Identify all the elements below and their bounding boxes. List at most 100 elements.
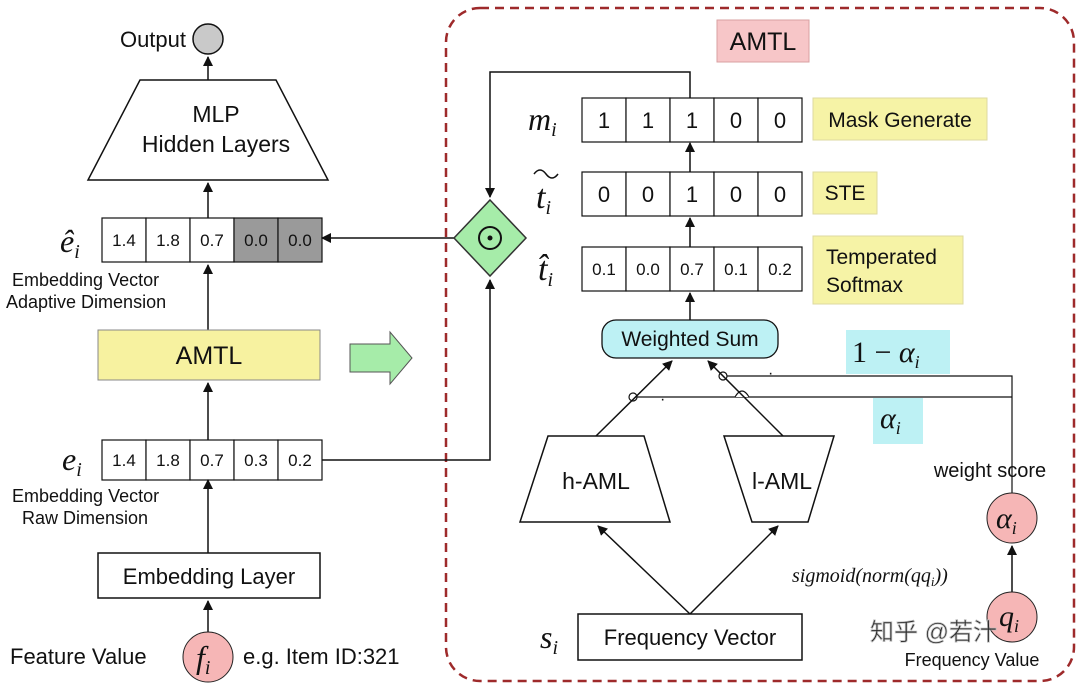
vector-cell <box>233 217 279 263</box>
m-symbol: mi <box>528 101 557 141</box>
vector-cell <box>669 97 715 143</box>
feature-value-label: Feature Value <box>10 644 147 669</box>
mask-to-diamond-line <box>485 71 691 198</box>
frequency-vector-label: Frequency Vector <box>604 625 776 650</box>
e-symbol: ei <box>62 441 82 481</box>
vector-cell <box>277 217 323 263</box>
vector-cell <box>581 97 627 143</box>
output-node <box>192 23 224 55</box>
vector-cell-value: 0.7 <box>680 260 704 279</box>
e-hat-symbol: êi <box>60 223 80 263</box>
s-symbol: si <box>540 619 558 659</box>
vector-cell <box>625 246 671 292</box>
weight-score-label: weight score <box>933 460 1046 482</box>
vector-cell-value: 0.2 <box>288 451 312 470</box>
mlp-label-line2: Hidden Layers <box>142 131 290 157</box>
vector-cell-value: 1 <box>686 182 698 207</box>
alpha-label: αi <box>880 402 901 438</box>
mlp-hidden-layers-block <box>86 79 330 181</box>
tempered-label-line1: Temperated <box>826 246 937 269</box>
alpha-node <box>986 492 1038 544</box>
vector-cell <box>713 246 759 292</box>
e-caption-1: Embedding Vector <box>12 486 159 506</box>
mlp-label-line1: MLP <box>192 101 239 127</box>
amtl-block <box>97 329 321 381</box>
expand-arrow <box>349 330 413 386</box>
frequency-value-label: Frequency Value <box>905 650 1040 670</box>
sigmoid-formula: sigmoid(norm(qqi)) <box>792 565 948 589</box>
vector-cell-value: 1 <box>598 108 610 133</box>
h-aml-gate-node <box>628 392 638 402</box>
h-aml-block <box>518 435 672 523</box>
one-minus-alpha-box <box>846 330 950 374</box>
ste-box <box>812 171 878 215</box>
vector-cell <box>757 171 803 217</box>
mask-generate-box <box>812 97 988 141</box>
vector-cell-value: 0.0 <box>244 231 268 250</box>
vector-cell-value: 1.8 <box>156 231 180 250</box>
e-to-diamond-line <box>322 279 495 461</box>
one-minus-alpha-label: 1 − αi <box>852 336 920 372</box>
dot-mark-1: · <box>768 365 773 382</box>
vector-cell-value: 1 <box>686 108 698 133</box>
vector-cell <box>145 439 191 481</box>
amtl-panel-border <box>444 6 1076 683</box>
vector-cell-value: 0 <box>598 182 610 207</box>
vector-cell-value: 0.7 <box>200 451 224 470</box>
vector-cell-value: 0.1 <box>592 260 616 279</box>
example-label: e.g. Item ID:321 <box>243 644 400 669</box>
vector-cell-value: 1.4 <box>112 451 136 470</box>
odot-inner <box>487 235 493 241</box>
tempered-label-line2: Softmax <box>826 274 904 297</box>
alpha-box <box>873 398 923 444</box>
l-aml-block <box>722 435 836 523</box>
t-hat-vector: 0.1 0.0 0.7 0.1 0.2 <box>581 246 803 292</box>
odot-outer <box>478 226 502 250</box>
vector-cell <box>189 217 235 263</box>
q-node <box>986 591 1038 643</box>
vector-cell-value: 0.0 <box>288 231 312 250</box>
vector-cell <box>101 439 147 481</box>
mask-generate-label: Mask Generate <box>828 109 972 132</box>
vector-cell <box>713 171 759 217</box>
vector-cell-value: 0 <box>642 182 654 207</box>
weighted-sum-box <box>601 319 779 359</box>
vector-cell-value: 0 <box>730 182 742 207</box>
vector-cell-value: 0 <box>774 108 786 133</box>
vector-cell-value: 0.1 <box>724 260 748 279</box>
vector-cell-value: 0 <box>730 108 742 133</box>
vector-cell-value: 0.7 <box>200 231 224 250</box>
vector-cell-value: 1.4 <box>112 231 136 250</box>
tempered-softmax-box <box>812 235 964 305</box>
e-caption-2: Raw Dimension <box>22 508 148 528</box>
vector-cell <box>757 97 803 143</box>
feature-node <box>182 631 234 683</box>
dot-mark-2: · <box>660 391 665 408</box>
tilde-mark <box>533 169 559 179</box>
e-hat-vector: 1.4 1.8 0.7 0.0 0.0 <box>101 217 323 263</box>
output-label: Output <box>120 27 186 52</box>
h-aml-to-wsum-arrow <box>595 360 673 437</box>
amtl-block-label: AMTL <box>176 342 243 370</box>
vector-cell-value: 1 <box>642 108 654 133</box>
alpha-node-symbol: αi <box>996 502 1017 538</box>
vector-cell-value: 0.2 <box>768 260 792 279</box>
vector-cell-value: 0 <box>774 182 786 207</box>
vector-cell <box>669 171 715 217</box>
vector-cell <box>145 217 191 263</box>
freq-to-l-aml-arrow <box>689 525 779 615</box>
ste-label: STE <box>825 182 866 205</box>
embedding-layer-label: Embedding Layer <box>123 564 295 589</box>
freq-to-h-aml-arrow <box>597 525 691 615</box>
l-aml-to-wsum-arrow <box>707 360 784 437</box>
m-vector: 1 1 1 0 0 <box>581 97 803 143</box>
vector-cell-value: 1.8 <box>156 451 180 470</box>
vector-cell <box>277 439 323 481</box>
watermark: 知乎 @若汁 <box>870 619 997 646</box>
amtl-title: AMTL <box>730 28 797 56</box>
t-tilde-symbol: ti <box>536 179 551 219</box>
t-hat-symbol: t̂i <box>538 251 553 291</box>
vector-cell <box>233 439 279 481</box>
vector-cell-value: 0.0 <box>636 260 660 279</box>
